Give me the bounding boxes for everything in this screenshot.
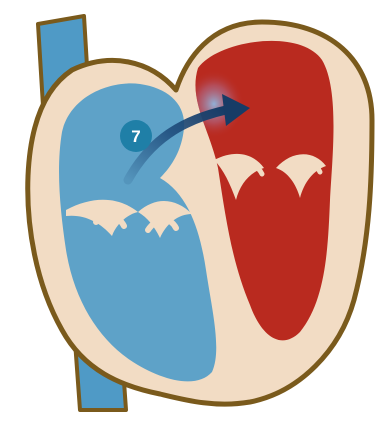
step-number-label: 7	[131, 127, 140, 146]
step-badge: 7	[120, 120, 152, 152]
